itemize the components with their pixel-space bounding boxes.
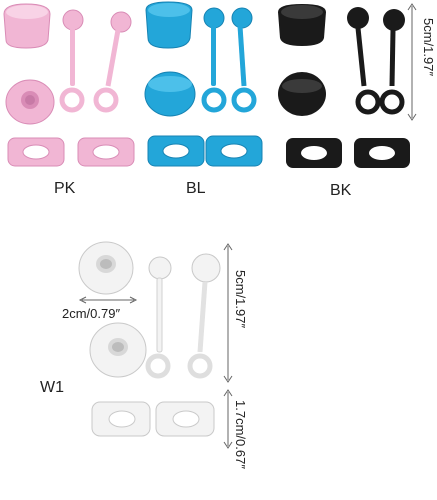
black-grommet-2: [354, 138, 410, 168]
dimension-small-height: 1.7cm/0.67″: [223, 389, 248, 469]
dimension-height-top-label: 5cm/1.97″: [421, 18, 436, 76]
dimension-width-label: 2cm/0.79″: [62, 306, 120, 321]
dimension-height-white: 5cm/1.97″: [223, 243, 248, 383]
pink-cap-rim: [6, 5, 48, 19]
variant-label-bl: BL: [186, 180, 206, 197]
pink-grommet-1: [7, 137, 65, 167]
black-cap-rim: [281, 5, 323, 19]
black-gasket: [278, 72, 326, 116]
blue-tether-2: [231, 7, 257, 113]
blue-set: [144, 1, 263, 167]
pink-tether-2: [93, 11, 132, 113]
white-set: [78, 241, 221, 437]
white-tether-1: [145, 256, 172, 379]
white-gasket-2: [89, 322, 147, 378]
pink-grommet-2: [77, 137, 135, 167]
white-gasket-1: [78, 241, 134, 295]
white-grommet-2: [155, 401, 215, 437]
dimension-width: 2cm/0.79″: [62, 296, 138, 321]
white-grommet-1: [91, 401, 151, 437]
blue-tether-1: [201, 7, 227, 113]
pink-tether-1: [59, 9, 85, 113]
blue-grommet-1: [147, 135, 205, 167]
blue-grommet-2: [205, 135, 263, 167]
pink-set: [3, 3, 135, 167]
pink-gasket: [5, 79, 55, 125]
white-tether-2: [187, 253, 221, 379]
variant-label-pk: PK: [54, 180, 76, 197]
blue-cap-rim: [148, 3, 190, 17]
black-tether-2: [379, 9, 405, 115]
dimension-height-white-label: 5cm/1.97″: [233, 270, 248, 328]
black-set: [278, 4, 410, 168]
dimension-height-top: 5cm/1.97″: [407, 3, 436, 121]
blue-gasket: [144, 71, 196, 117]
variant-label-w1: W1: [40, 379, 64, 396]
variant-label-bk: BK: [330, 182, 352, 199]
black-grommet-1: [286, 138, 342, 168]
dimension-small-height-label: 1.7cm/0.67″: [233, 400, 248, 469]
black-tether-1: [347, 7, 381, 115]
